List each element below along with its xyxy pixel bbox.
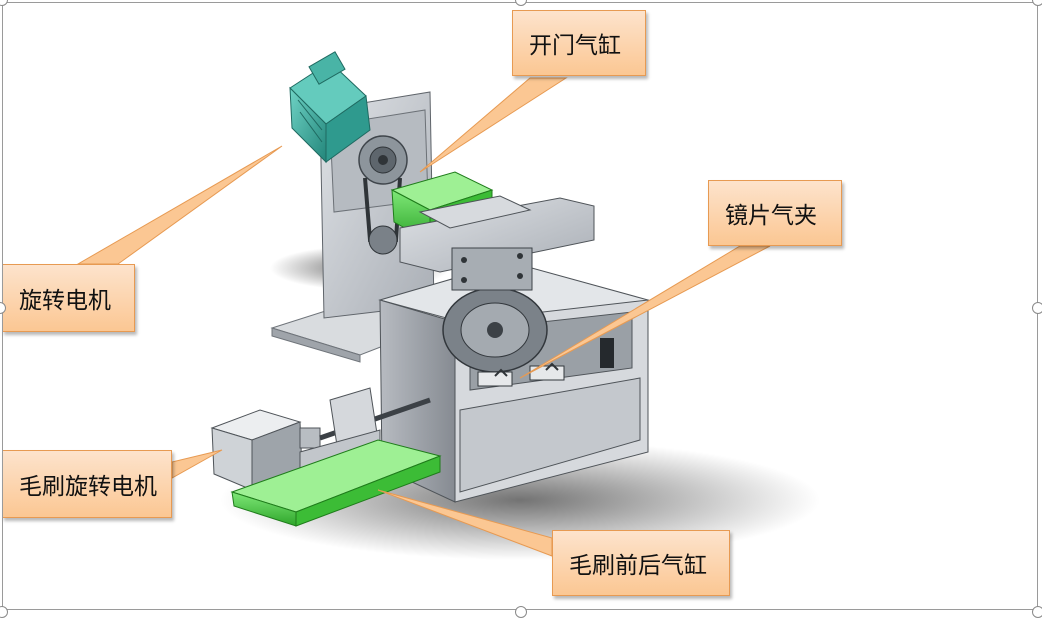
coupling — [299, 427, 321, 449]
lens-gripper-left — [477, 371, 513, 387]
callout-door-cylinder-text: 开门气缸 — [529, 33, 621, 59]
callout-lens-gripper: 镜片气夹 — [708, 180, 842, 246]
resize-handle-middle-right[interactable] — [1032, 302, 1042, 314]
resize-handle-bottom-center[interactable] — [515, 606, 527, 618]
callout-brush-rotary-motor: 毛刷旋转电机 — [2, 450, 172, 518]
callout-rotary-motor-text: 旋转电机 — [19, 288, 111, 314]
callout-pointer-door-cylinder — [419, 77, 568, 173]
resize-handle-bottom-left[interactable] — [0, 606, 8, 618]
callout-pointer-brush-motor — [171, 449, 223, 479]
resize-handle-bottom-right[interactable] — [1032, 606, 1042, 618]
callout-pointer-lens-gripper — [519, 245, 771, 379]
callout-door-cylinder: 开门气缸 — [512, 10, 646, 76]
callout-pointer-rotary-motor — [76, 145, 283, 265]
sensor-block — [600, 338, 614, 368]
callout-brush-fb-cylinder: 毛刷前后气缸 — [552, 530, 730, 596]
bridge-frame — [399, 197, 595, 273]
resize-handle-top-right[interactable] — [1032, 0, 1042, 6]
callout-brush-rotary-motor-text: 毛刷旋转电机 — [19, 474, 157, 500]
callout-rotary-motor: 旋转电机 — [2, 264, 135, 332]
callout-lens-gripper-text: 镜片气夹 — [725, 203, 817, 229]
callout-brush-fb-cylinder-text: 毛刷前后气缸 — [569, 553, 707, 579]
